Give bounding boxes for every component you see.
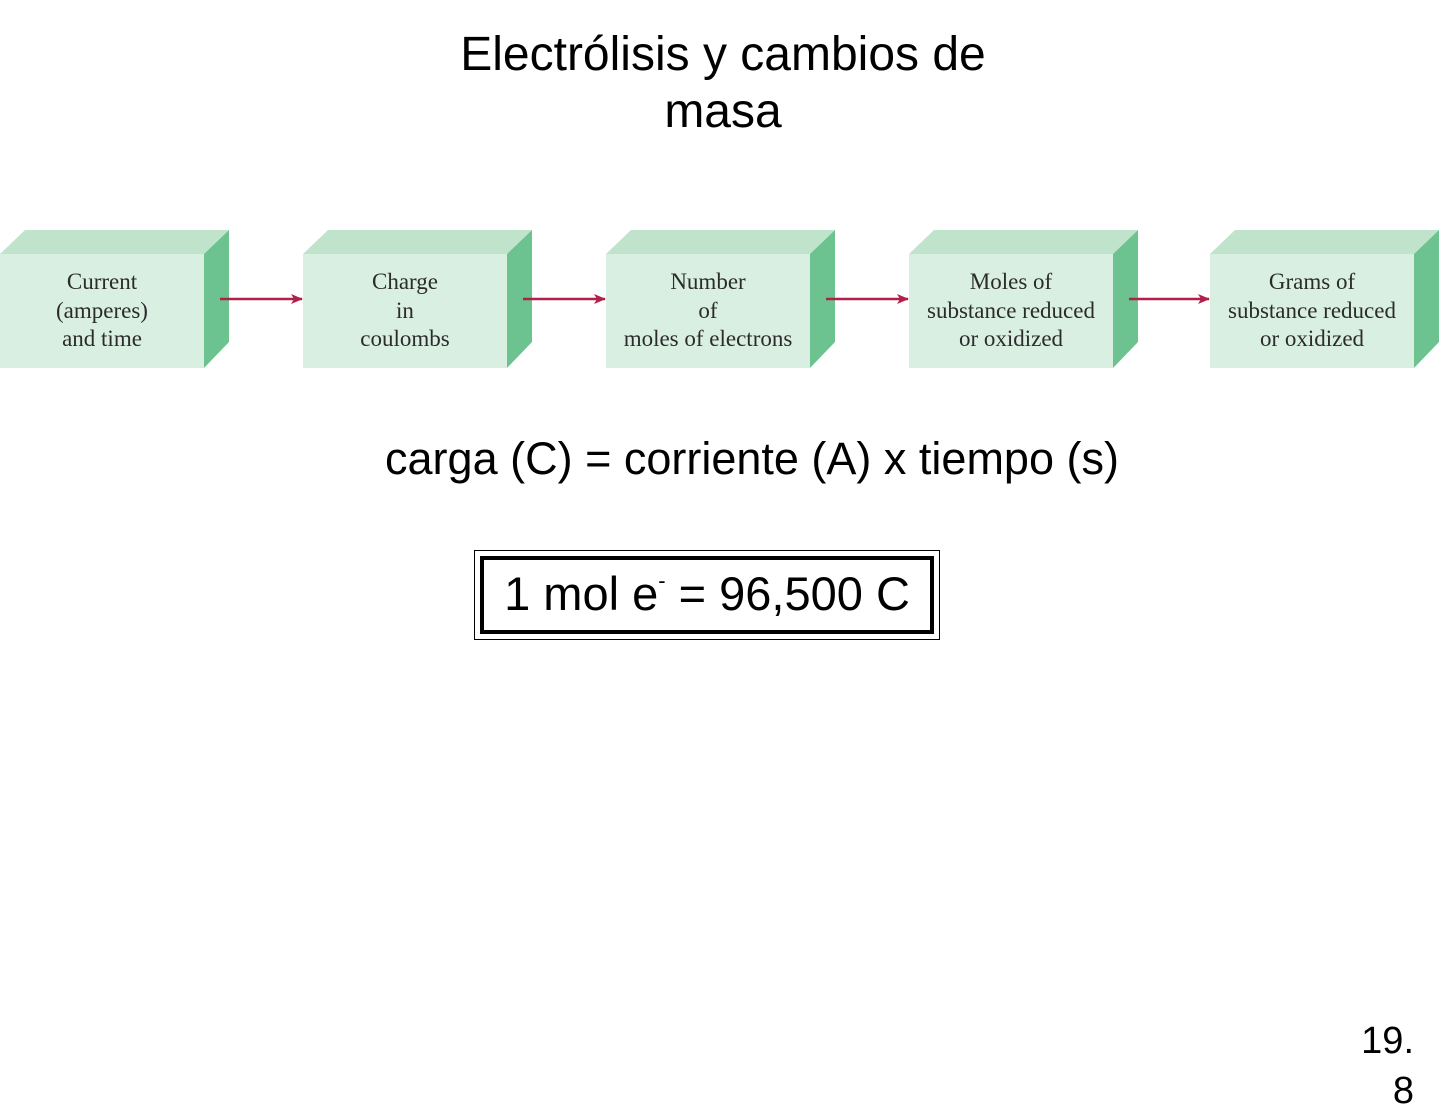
faraday-constant-value: = 96,500 C [665, 567, 910, 620]
flow-box-side-face [1113, 230, 1138, 368]
page-number-line-1: 19. [1361, 1020, 1414, 1062]
flow-box-label-moles-electrons: Number of moles of electrons [606, 268, 810, 354]
flow-box-front-face [909, 254, 1113, 368]
flow-box-front-face [303, 254, 507, 368]
electron-charge-superscript: - [658, 568, 666, 593]
box-label-line: (amperes) [56, 297, 148, 323]
boxes-layer [0, 230, 1439, 368]
box-label-line: Moles of [969, 269, 1053, 294]
flow-box-front-face [606, 254, 810, 368]
flow-box-current [0, 230, 229, 368]
faraday-constant-box: 1 mol e- = 96,500 C [474, 550, 940, 640]
flow-box-side-face [204, 230, 229, 368]
flowchart-graphics [0, 230, 1439, 368]
flow-box-moles-substance [909, 230, 1138, 368]
box-label-line: in [396, 297, 414, 323]
flowchart: Current (amperes) and time Charge in cou… [0, 228, 1440, 372]
flow-box-charge [303, 230, 532, 368]
flow-box-front-face [1210, 254, 1414, 368]
box-label-line: moles of electrons [623, 326, 793, 351]
flow-box-top-face [303, 230, 532, 254]
box-label-line: Number [670, 269, 746, 294]
flow-box-top-face [1210, 230, 1439, 254]
box-label-line: Current [66, 269, 138, 294]
box-label-line: of [698, 297, 718, 323]
flow-box-label-current: Current (amperes) and time [0, 268, 204, 354]
box-label-line: or oxidized [958, 326, 1064, 351]
flow-box-label-charge: Charge in coulombs [303, 268, 507, 354]
box-label-line: and time [62, 326, 142, 351]
box-label-line: substance reduced [927, 297, 1095, 323]
page-number-line-2: 8 [1392, 1070, 1414, 1112]
flow-box-side-face [810, 230, 835, 368]
flow-box-side-face [1414, 230, 1439, 368]
page-number: 19. 8 [1254, 1016, 1414, 1116]
slide-title-line-1: Electrólisis y cambios de [460, 28, 986, 81]
slide-title-line-2: masa [664, 85, 782, 138]
faraday-constant-prefix: 1 mol e [504, 567, 659, 620]
box-label-line: Charge [371, 269, 438, 294]
box-label-line: coulombs [360, 326, 450, 351]
box-label-line: or oxidized [1259, 326, 1365, 351]
flow-box-moles-electrons [606, 230, 835, 368]
flow-box-grams-substance [1210, 230, 1439, 368]
flow-box-top-face [909, 230, 1138, 254]
flow-box-front-face [0, 254, 204, 368]
flow-box-top-face [606, 230, 835, 254]
flow-box-top-face [0, 230, 229, 254]
flow-box-label-grams-substance: Grams of substance reduced or oxidized [1210, 268, 1414, 354]
flow-box-side-face [507, 230, 532, 368]
charge-formula: carga (C) = corriente (A) x tiempo (s) [385, 433, 1119, 484]
flow-box-label-moles-substance: Moles of substance reduced or oxidized [909, 268, 1113, 354]
slide-title: Electrólisis y cambios de masa [370, 26, 1076, 140]
box-label-line: substance reduced [1228, 297, 1396, 323]
faraday-constant: 1 mol e- = 96,500 C [480, 556, 934, 634]
box-label-line: Grams of [1268, 269, 1356, 294]
